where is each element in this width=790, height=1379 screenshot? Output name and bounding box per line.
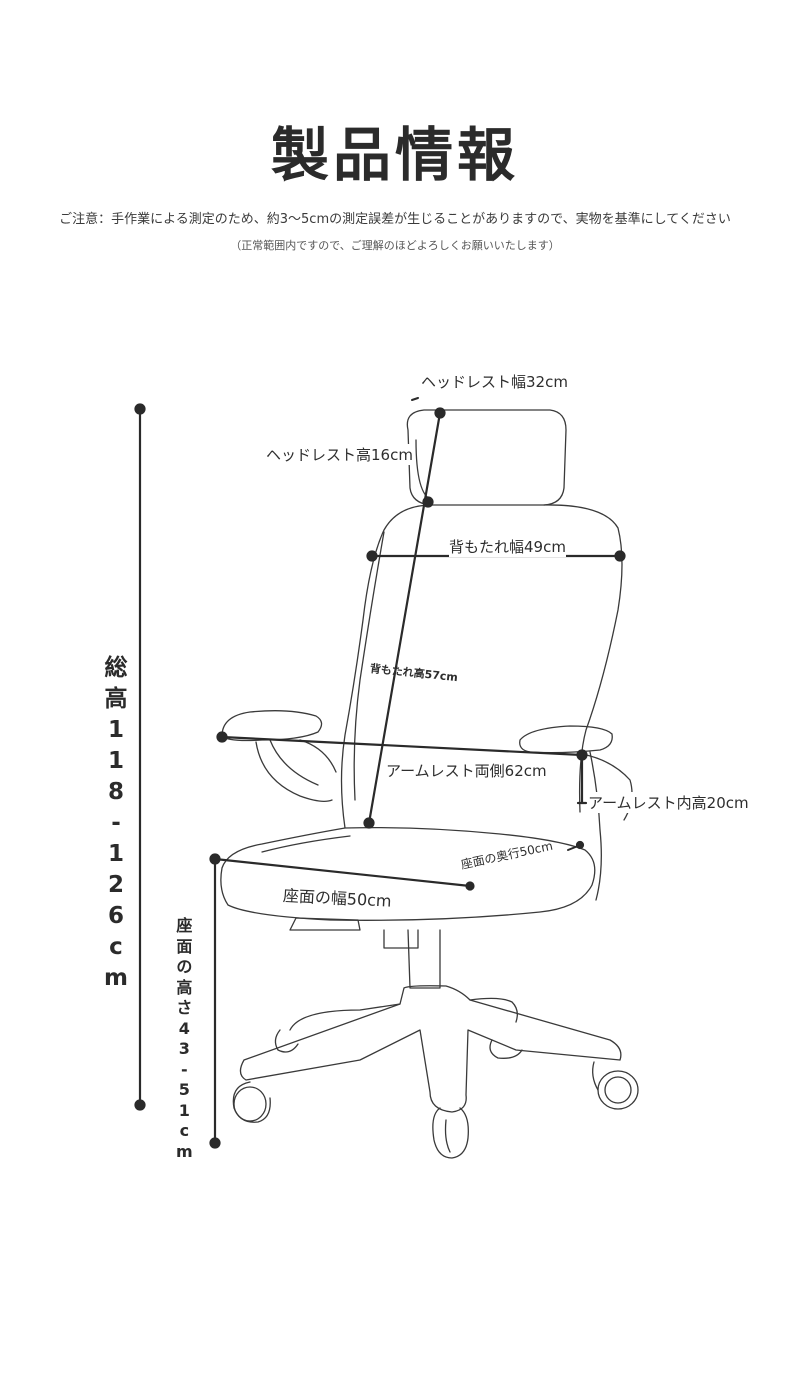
seat-height-label-char: 4 bbox=[178, 1018, 190, 1038]
seat-height-label-char: 座 bbox=[176, 916, 193, 935]
seat-height-label-char: 1 bbox=[178, 1100, 190, 1120]
armrest-span-line bbox=[220, 735, 584, 757]
total-height-label-char: 1 bbox=[107, 841, 124, 867]
armrest-span-label: アームレスト両側62cm bbox=[386, 760, 547, 781]
caster-back-left bbox=[274, 1029, 299, 1053]
gas-cylinder bbox=[407, 929, 441, 989]
seat-height-label-char: 5 bbox=[178, 1080, 190, 1099]
seat-height-label-char: m bbox=[176, 1141, 193, 1161]
seat-height-label-char: 面 bbox=[176, 936, 193, 956]
seat-height-label-char: - bbox=[181, 1059, 188, 1079]
total-height-label-char: 高 bbox=[104, 686, 128, 712]
backrest-width-label: 背もたれ幅49cm bbox=[449, 536, 566, 557]
total-height-label-char: 1 bbox=[107, 717, 124, 743]
measurement-notice: ご注意：手作業による測定のため、約3〜5cmの測定誤差が生じることがありますので… bbox=[59, 212, 731, 227]
left-armrest-outline bbox=[221, 710, 323, 742]
headrest-width-label: ヘッドレスト幅32cm bbox=[421, 371, 568, 392]
seat-height-label-char: 高 bbox=[176, 977, 193, 997]
total-height-label-char: 総 bbox=[104, 655, 128, 681]
total-height-label-char: 6 bbox=[107, 903, 124, 929]
base-outline bbox=[239, 985, 622, 1113]
measurement-sub-notice: （正常範囲内ですので、ご理解のほどよろしくお願いいたします） bbox=[230, 239, 560, 252]
total-height-label-char: m bbox=[104, 965, 128, 991]
headrest-height-label: ヘッドレスト高16cm bbox=[266, 444, 413, 465]
caster-right bbox=[592, 1061, 599, 1091]
total-height-label-char: 1 bbox=[107, 748, 124, 774]
total-height-label-char: 2 bbox=[107, 872, 124, 898]
page-title: 製品情報 bbox=[270, 121, 519, 189]
right-armrest-outline bbox=[519, 725, 613, 754]
caster-back-right bbox=[489, 1039, 523, 1059]
back-height-line bbox=[367, 411, 442, 825]
backrest-outline bbox=[340, 504, 433, 829]
seat-height-label-char: の bbox=[176, 957, 193, 976]
armrest-inner-height-label: アームレスト内高20cm bbox=[588, 792, 749, 813]
seat-outline bbox=[220, 826, 596, 921]
total-height-label-char: - bbox=[111, 810, 121, 836]
seat-width-line bbox=[213, 857, 472, 888]
total-height-label-char: c bbox=[109, 934, 123, 960]
headrest-outline bbox=[406, 409, 567, 506]
caster-front bbox=[432, 1107, 469, 1159]
seat-height-label-char: さ bbox=[176, 998, 193, 1017]
total-height-label-char: 8 bbox=[107, 779, 124, 805]
seat-height-label-char: 3 bbox=[178, 1039, 190, 1058]
seat-height-label-char: c bbox=[179, 1121, 190, 1140]
